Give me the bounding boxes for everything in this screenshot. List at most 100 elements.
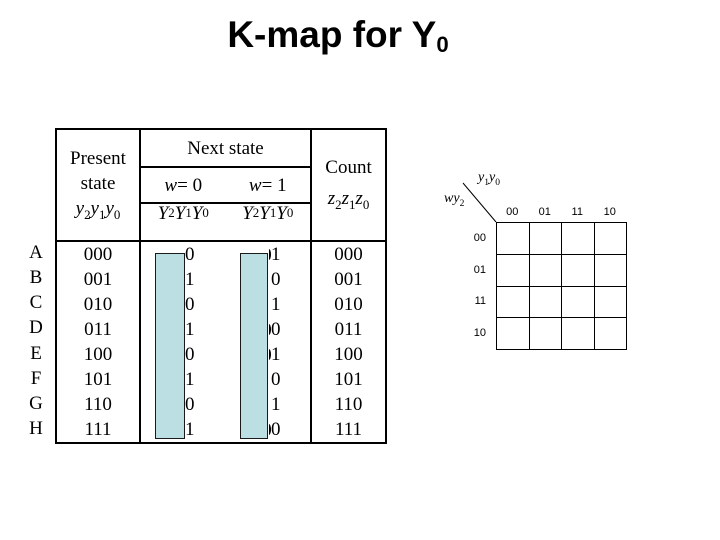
next-state-w0-visible-digit: 1: [185, 319, 195, 340]
present-state-value: 011: [84, 319, 112, 340]
next-state-w1-value: 1: [268, 342, 310, 367]
count-column: Count z2z1z0 000 001 010 011 100 101 110 111: [312, 130, 385, 442]
next-state-w1-visible-digit: 0: [271, 419, 281, 440]
count-body: 000 001 010 011 100 101 110 111: [312, 242, 385, 442]
kmap-cell: [529, 318, 562, 350]
kmap-cell: [562, 223, 595, 255]
w0-label: w = 0: [164, 174, 203, 196]
next-state-w0-visible-digit: 1: [185, 369, 195, 390]
count-value: 111: [334, 419, 363, 440]
kmap-col-header: 00: [506, 206, 519, 218]
covered-digit-sliver: [268, 324, 271, 335]
present-state-vars: y2y1y0: [75, 197, 121, 222]
present-state-value: 010: [83, 294, 113, 315]
kmap-row-header: 10: [473, 327, 486, 340]
kmap-axis-left-label: wy2: [444, 191, 465, 209]
state-row-label: C: [29, 292, 43, 314]
kmap-col-header: 01: [538, 206, 551, 218]
present-state-value: 001: [83, 269, 113, 290]
count-value: 011: [334, 319, 363, 340]
kmap-axis-top-label: y1y0: [478, 170, 500, 188]
kmap-cell: [562, 286, 595, 319]
kmap-cell: [529, 254, 562, 287]
count-vars: z2z1z0: [327, 188, 370, 212]
kmap-cell: [594, 286, 627, 319]
present-state-value: 111: [84, 419, 112, 440]
state-row-label: E: [30, 342, 42, 364]
count-value: 100: [334, 344, 363, 365]
next-state-w1-value: 0: [268, 367, 310, 392]
kmap-cell: [497, 286, 530, 319]
page-title: K-map for Y0: [227, 14, 449, 57]
kmap-diagonal-line: [462, 182, 497, 223]
next-state-w1-visible-digit: 0: [271, 269, 281, 290]
next-state-w0-visible-digit: 0: [185, 294, 195, 315]
count-value: 001: [334, 269, 363, 290]
next-state-w1-value: 1: [268, 392, 310, 417]
w1-label: w = 1: [248, 174, 287, 196]
kmap-row-header: 11: [474, 295, 486, 308]
kmap-col-header: 10: [603, 206, 616, 218]
count-value: 101: [334, 369, 363, 390]
kmap-cell: [497, 318, 530, 350]
state-row-label: A: [29, 241, 43, 263]
kmap-col-headers: 00 01 11 10: [496, 206, 626, 218]
count-label: Count: [325, 157, 372, 179]
kmap: y1y0 wy2 00 01 11 10 00 01 11 10: [440, 168, 655, 363]
present-state-value: 101: [83, 369, 113, 390]
covered-digit-sliver: [268, 249, 271, 260]
kmap-cell: [594, 223, 627, 255]
next-state-w1-value: 1: [268, 242, 310, 267]
kmap-cell: [594, 318, 627, 350]
state-row-label: F: [30, 367, 42, 389]
count-header: Count z2z1z0: [312, 130, 385, 242]
state-row-label: D: [29, 317, 43, 339]
state-row-label: H: [29, 418, 43, 440]
kmap-cell: [497, 254, 530, 287]
present-state-value: 110: [84, 394, 112, 415]
covered-digit-sliver: [268, 349, 271, 360]
next-state-w1-visible-digit: 1: [271, 344, 281, 365]
next-state-w1-visible-digit: 1: [271, 244, 281, 265]
next-state-w0-visible-digit: 0: [185, 244, 195, 265]
highlight-rect-w1: [240, 253, 268, 439]
next-state-w0-visible-digit: 0: [185, 344, 195, 365]
covered-digit-sliver: [268, 424, 271, 435]
next-state-w1-value: 0: [268, 317, 310, 342]
next-state-w1-visible-digit: 0: [271, 319, 281, 340]
count-value: 110: [334, 394, 363, 415]
kmap-cell: [562, 254, 595, 287]
kmap-row-header: 01: [473, 263, 486, 276]
kmap-grid: [496, 222, 627, 350]
next-state-w1-visible-digit: 1: [271, 294, 281, 315]
kmap-col-header: 11: [571, 206, 583, 218]
present-state-header-line1: Present: [70, 147, 126, 169]
state-row-label: G: [29, 393, 43, 415]
next-state-w1-visible-digit: 1: [271, 394, 281, 415]
next-state-w1-value: 0: [268, 267, 310, 292]
count-value: 010: [334, 294, 363, 315]
next-state-w0-visible-digit: 1: [185, 269, 195, 290]
present-state-header-line2: state: [80, 172, 116, 194]
present-state-value: 000: [83, 244, 113, 265]
next-state-w0-visible-digit: 0: [185, 394, 195, 415]
count-value: 000: [334, 244, 363, 265]
kmap-cell: [497, 223, 530, 255]
kmap-cell: [594, 254, 627, 287]
next-state-w0-visible-digit: 1: [185, 419, 195, 440]
present-state-header: Present state y2y1y0: [57, 130, 139, 242]
next-state-w0-values: 0 1 0 1 0 1 0 1: [185, 242, 227, 442]
state-row-label: B: [29, 266, 43, 288]
next-state-w1-value: 1: [268, 292, 310, 317]
